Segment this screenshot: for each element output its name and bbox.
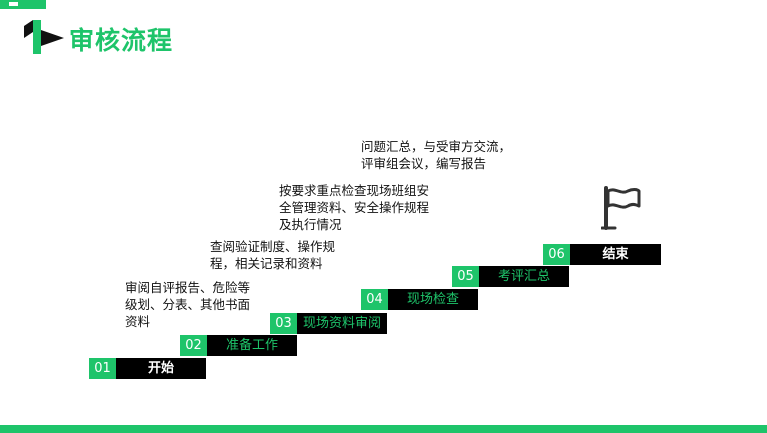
step-05: 05 考评汇总: [452, 266, 569, 287]
description-line: 程，相关记录和资料: [210, 256, 323, 271]
description-line: 问题汇总，与受审方交流，: [361, 139, 512, 154]
corner-accent-notch: [9, 2, 18, 6]
step-description-3: 按要求重点检查现场班组安 全管理资料、安全操作规程 及执行情况: [279, 182, 429, 233]
step-number: 04: [361, 289, 388, 310]
step-description-2: 查阅验证制度、操作规 程，相关记录和资料: [210, 238, 335, 272]
flag-icon: [601, 186, 641, 230]
step-description-4: 问题汇总，与受审方交流， 评审组会议，编写报告: [361, 138, 511, 172]
description-line: 级划、分表、其他书面: [125, 297, 251, 312]
step-01: 01 开始: [89, 358, 206, 379]
step-04: 04 现场检查: [361, 289, 478, 310]
step-02: 02 准备工作: [180, 335, 297, 356]
page-title: 审核流程: [69, 26, 174, 55]
step-label: 现场检查: [388, 289, 478, 310]
step-number: 03: [270, 313, 297, 334]
number-one-logo-icon: [24, 20, 64, 54]
step-label: 考评汇总: [479, 266, 569, 287]
description-line: 全管理资料、安全操作规程: [279, 200, 430, 215]
step-number: 01: [89, 358, 116, 379]
description-line: 评审组会议，编写报告: [361, 156, 487, 171]
bottom-accent-bar: [0, 425, 767, 433]
step-number: 02: [180, 335, 207, 356]
description-line: 按要求重点检查现场班组安: [279, 183, 430, 198]
description-line: 及执行情况: [279, 217, 342, 232]
step-03: 03 现场资料审阅: [270, 313, 387, 334]
step-number: 06: [543, 244, 570, 265]
step-label: 现场资料审阅: [297, 313, 387, 334]
description-line: 查阅验证制度、操作规: [210, 239, 336, 254]
step-label: 准备工作: [207, 335, 297, 356]
step-label: 结束: [570, 244, 661, 265]
step-06: 06 结束: [543, 244, 661, 265]
corner-accent-bar: [0, 0, 46, 9]
step-number: 05: [452, 266, 479, 287]
description-line: 审阅自评报告、危险等: [125, 280, 251, 295]
step-label: 开始: [116, 358, 206, 379]
step-description-1: 审阅自评报告、危险等 级划、分表、其他书面 资料: [125, 279, 250, 330]
description-line: 资料: [125, 314, 151, 329]
